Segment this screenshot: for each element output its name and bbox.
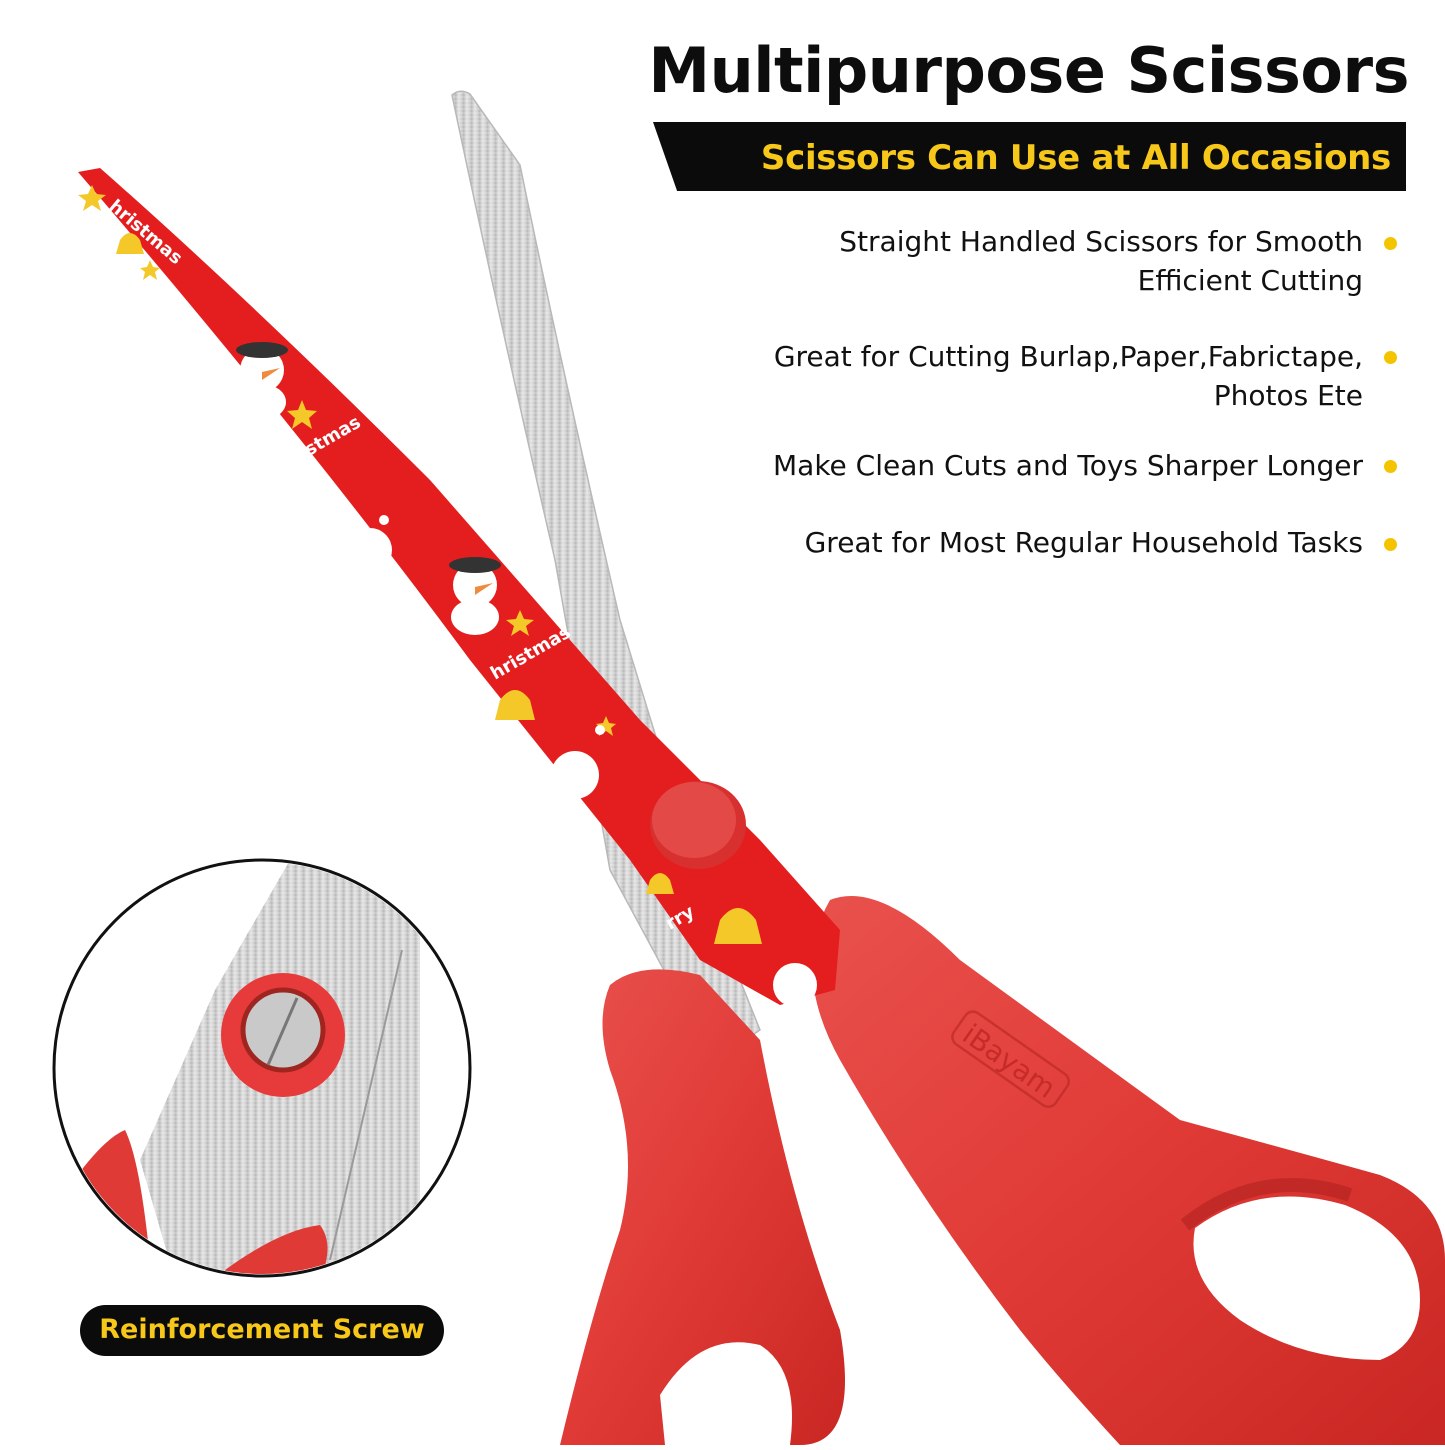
badge-label: Reinforcement Screw — [99, 1314, 425, 1345]
right-handle — [812, 896, 1445, 1445]
feature-item: Make Clean Cuts and Toys Sharper Longer — [773, 449, 1363, 482]
feature-list: Straight Handled Scissors for Smooth Eff… — [0, 0, 1445, 600]
reinforcement-screw-badge: Reinforcement Screw — [80, 1305, 444, 1356]
svg-text:hristmas: hristmas — [105, 196, 187, 269]
left-handle — [560, 969, 845, 1445]
right-handle-loop-hole — [1193, 1196, 1420, 1360]
subtitle-banner — [653, 122, 1406, 191]
page-title: Multipurpose Scissors — [648, 34, 1409, 107]
steel-blade — [451, 90, 761, 1041]
subtitle: Scissors Can Use at All Occasions — [760, 138, 1391, 178]
feature-item: Great for Cutting Burlap,Paper,Fabrictap… — [773, 340, 1363, 412]
blade-characters — [238, 348, 817, 1007]
left-handle-loop-hole — [660, 1342, 792, 1445]
feature-item: Great for Most Regular Household Tasks — [804, 526, 1363, 559]
blade-pattern — [78, 185, 762, 944]
feature-item: Straight Handled Scissors for Smooth Eff… — [839, 225, 1363, 297]
